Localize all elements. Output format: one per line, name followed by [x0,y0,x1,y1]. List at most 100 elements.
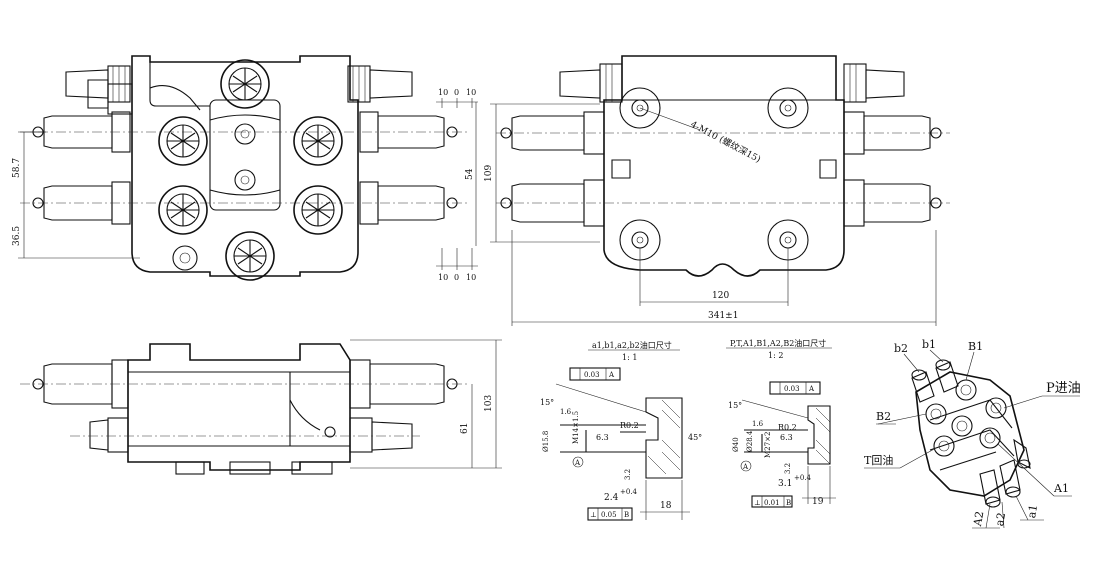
label-B2: B2 [876,410,891,423]
svg-text:0.03: 0.03 [584,371,600,379]
valve-body-outline [131,55,359,277]
svg-text:19: 19 [812,497,824,507]
svg-text:36.5: 36.5 [12,226,22,246]
svg-text:0: 0 [454,273,459,282]
detail-small-title: a1,b1,a2,b2油口尺寸 [592,340,672,350]
svg-text:120: 120 [712,291,729,301]
isometric-view: b2 b1 B1 P进油 B2 T回油 A1 A2 a2 a1 [864,338,1081,529]
svg-text:54: 54 [465,168,475,180]
svg-text:A: A [608,371,615,379]
perp-box-b2: ⊥ 0.01 B [751,495,793,508]
port-plug-b2 [293,185,343,235]
iso-fitting-A1 [979,427,1001,449]
svg-text:M27×2: M27×2 [764,432,772,458]
rear-body-outline [603,55,845,277]
rear-view: 4-M10 (螺纹深15) 109 120 341±1 [484,55,950,326]
port-plug-top [220,59,270,109]
flatness-box-a2: 0.03 A [769,381,821,395]
rear-fitting-left [559,63,623,103]
svg-text:R0.2: R0.2 [778,423,797,432]
fitting-top-left [65,65,133,115]
svg-text:4-M10 (螺纹深15): 4-M10 (螺纹深15) [689,118,763,165]
rear-fitting-right [843,63,905,103]
svg-text:0.05: 0.05 [601,511,617,519]
dim-120: 120 [639,248,789,306]
svg-text:3.2: 3.2 [784,463,792,474]
detail-large-title: P,T,A1,B1,A2,B2油口尺寸 [730,338,826,348]
iso-fitting-P [985,397,1007,419]
perp-box-b: ⊥ 0.05 B [587,507,633,521]
side-fitting-left [89,417,129,453]
dim-341: 341±1 [511,230,937,326]
port-section-large [744,405,831,465]
svg-text:18: 18 [660,501,672,511]
svg-text:B: B [786,499,791,507]
iso-fitting-center [951,415,973,437]
svg-text:61: 61 [460,423,470,434]
iso-spool-a2 [979,469,1001,508]
mount-hole-tl [619,87,661,129]
svg-text:103: 103 [484,395,494,412]
dim-103: 103 [350,339,502,469]
flatness-box-a: 0.03 A [569,367,621,381]
svg-text:3.1: 3.1 [778,479,792,489]
label-B1: B1 [968,340,983,353]
svg-text:2.4: 2.4 [604,493,619,503]
label-a2: a2 [993,512,1008,528]
svg-text:1: 2: 1: 2 [768,351,783,360]
label-P: P进油 [1046,381,1081,396]
svg-text:0.03: 0.03 [784,385,800,393]
dim-58-7: 58.7 [12,131,44,203]
svg-text:10: 10 [438,88,448,97]
side-view: 103 61 [20,339,502,475]
label-b2: b2 [894,342,908,355]
svg-text:15°: 15° [540,398,554,407]
label-a1: a1 [1025,504,1040,520]
svg-text:M14×1.5: M14×1.5 [572,411,580,444]
iso-spool-b1 [935,359,959,393]
svg-text:3.2: 3.2 [624,469,632,480]
svg-text:1.6: 1.6 [560,408,572,416]
side-fitting-right [349,417,413,453]
svg-text:15°: 15° [728,401,742,410]
side-body-outline [127,343,351,471]
dim-36-5: 36.5 [12,203,140,259]
svg-text:Ø40: Ø40 [732,437,740,452]
iso-spool-b2 [911,369,935,403]
svg-text:58.7: 58.7 [12,158,22,178]
svg-text:6.3: 6.3 [596,433,609,442]
svg-text:A: A [808,385,815,393]
svg-text:10: 10 [466,88,476,97]
svg-text:0.01: 0.01 [764,499,780,507]
dim-stroke-top: 10 0 10 [436,88,478,108]
dim-stroke-bottom: 10 0 10 [436,248,478,282]
port-section-small [560,397,683,479]
svg-text:A: A [742,463,749,471]
port-plug-bottom [225,231,275,281]
svg-text:⊥: ⊥ [590,511,597,519]
svg-text:Ø15.8: Ø15.8 [542,431,550,452]
fitting-top-right [347,65,413,103]
label-A2: A2 [971,510,987,528]
dim-109: 109 [484,103,600,243]
port-plug-a1 [158,116,208,166]
svg-text:+0.4: +0.4 [794,474,812,482]
svg-text:+0.4: +0.4 [620,488,638,496]
svg-text:A: A [574,459,581,467]
port-detail-small: a1,b1,a2,b2油口尺寸 1: 1 0.03 A 15° 1.6 R0.2… [540,340,702,521]
iso-fitting-T [933,435,955,457]
svg-text:0: 0 [454,88,459,97]
label-b1: b1 [922,338,936,351]
svg-text:45°: 45° [688,433,702,442]
svg-text:10: 10 [438,273,448,282]
svg-text:Ø28.4: Ø28.4 [746,430,754,452]
svg-text:109: 109 [484,165,494,182]
iso-spool-a1 [999,459,1021,498]
svg-text:6.3: 6.3 [780,433,793,442]
svg-text:10: 10 [466,273,476,282]
port-plug-a2 [158,185,208,235]
port-detail-large: P,T,A1,B1,A2,B2油口尺寸 1: 2 0.03 A 15° 1.6 … [726,338,836,508]
mount-hole-tr [767,87,809,129]
label-T: T回油 [864,453,893,467]
